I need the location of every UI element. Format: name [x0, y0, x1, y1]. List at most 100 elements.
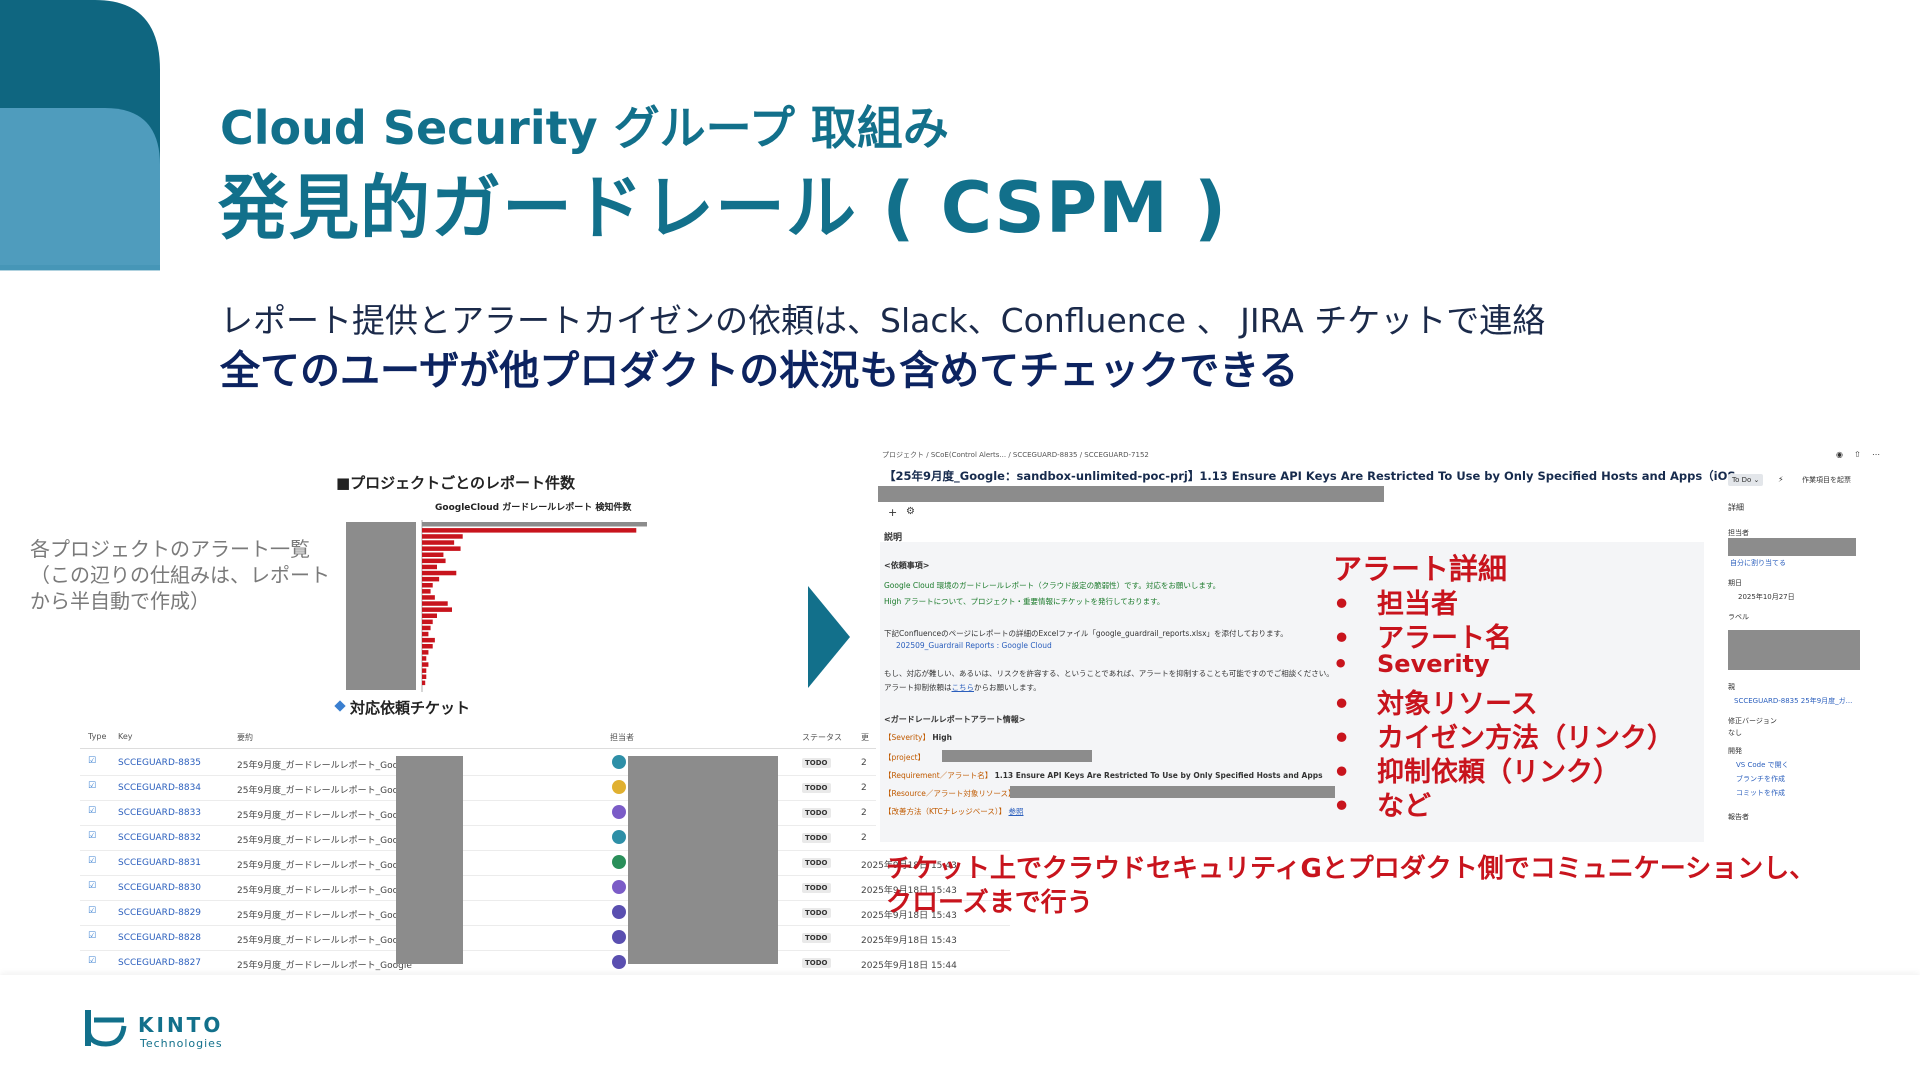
chart-bar [422, 644, 433, 649]
status-badge[interactable]: TODO [802, 883, 831, 893]
settings-icon[interactable]: ⚙ [906, 506, 915, 517]
table-row[interactable]: ☑ SCCEGUARD-8828 25年9月度_ガードレールレポート_Google T… [80, 925, 1010, 951]
table-row[interactable]: ☑ SCCEGUARD-8831 25年9月度_ガードレールレポート_Google T… [80, 850, 1010, 876]
chart-bar [422, 583, 433, 588]
avatar [612, 755, 626, 769]
bullet-1: • [1333, 589, 1351, 620]
chart-bar [422, 680, 426, 686]
ticket-updated: 2 [861, 833, 867, 843]
chart-bar [422, 613, 437, 618]
more-icon[interactable]: ⋯ [1872, 450, 1880, 459]
breadcrumb-2[interactable]: SCoE(Control Alerts... [930, 451, 1007, 459]
task-type-icon: ☑ [88, 756, 97, 766]
breadcrumb-3[interactable]: SCCEGUARD-8835 [1012, 451, 1078, 459]
ticket-key[interactable]: SCCEGUARD-8834 [118, 783, 202, 793]
chart-bar [422, 631, 429, 637]
ticket-key[interactable]: SCCEGUARD-8833 [118, 808, 202, 818]
vscode-link[interactable]: VS Code で開く [1736, 761, 1789, 769]
avatar [612, 880, 626, 894]
ticket-key[interactable]: SCCEGUARD-8829 [118, 908, 202, 918]
ticket-summary[interactable]: 25年9月度_ガードレールレポート_Google [237, 836, 412, 846]
ticket-key[interactable]: SCCEGUARD-8832 [118, 833, 202, 843]
status-badge[interactable]: TODO [802, 783, 831, 793]
jira-issue-panel: プロジェクト / SCoE(Control Alerts... / SCCEGU… [876, 446, 1886, 846]
ticket-summary[interactable]: 25年9月度_ガードレールレポート_Google [237, 961, 412, 971]
ticket-summary[interactable]: 25年9月度_ガードレールレポート_Google [237, 886, 412, 896]
ticket-summary[interactable]: 25年9月度_ガードレールレポート_Google [237, 911, 412, 921]
fix-version-label: 修正バージョン [1728, 717, 1777, 725]
ticket-updated: 2 [861, 783, 867, 793]
due-value[interactable]: 2025年10月27日 [1738, 593, 1795, 601]
col-key[interactable]: Key [118, 732, 133, 741]
ticket-summary[interactable]: 25年9月度_ガードレールレポート_Google [237, 786, 412, 796]
col-type[interactable]: Type [88, 732, 107, 741]
alert-item-4: •対象リソース [1333, 682, 1538, 721]
ticket-summary[interactable]: 25年9月度_ガードレールレポート_Google [237, 936, 412, 946]
chart-bar [422, 619, 433, 625]
task-type-icon: ☑ [88, 781, 97, 791]
redacted-title-tail [878, 486, 1384, 502]
bullet-2: • [1333, 623, 1351, 654]
status-value: To Do [1732, 476, 1752, 484]
lead-line-1: レポート提供とアラートカイゼンの依頼は、Slack、Confluence 、 J… [220, 301, 1546, 340]
create-work-item-button[interactable]: 作業項目を起票 [1802, 476, 1851, 484]
avatar [612, 955, 626, 969]
status-badge[interactable]: TODO [802, 833, 831, 843]
chart-bar [422, 607, 452, 612]
watch-icon[interactable]: ◉ [1836, 450, 1843, 459]
assign-me-link[interactable]: 自分に割り当てる [1730, 559, 1786, 567]
parent-label: 親 [1728, 683, 1735, 691]
redacted-assignee [628, 756, 778, 964]
breadcrumb[interactable]: プロジェクト / SCoE(Control Alerts... / SCCEGU… [882, 451, 1149, 459]
status-dropdown[interactable]: To Do ⌄ [1728, 474, 1764, 486]
breadcrumb-4[interactable]: SCCEGUARD-7152 [1084, 451, 1149, 459]
request-line-4: もし、対応が難しい、あるいは、リスクを許容する、ということであれば、アラートを抑… [884, 669, 1334, 678]
avatar [612, 805, 626, 819]
parent-value[interactable]: SCCEGUARD-8835 25年9月度_ガ... [1734, 697, 1853, 705]
status-badge[interactable]: TODO [802, 933, 831, 943]
status-badge[interactable]: TODO [802, 858, 831, 868]
status-badge[interactable]: TODO [802, 758, 831, 768]
ticket-note-line-2: クローズまで行う [886, 888, 1093, 918]
breadcrumb-1[interactable]: プロジェクト [882, 451, 924, 459]
confluence-link[interactable]: 202509_Guardrail Reports : Google Cloud [896, 641, 1052, 650]
alert-item-1-text: 担当者 [1377, 589, 1458, 620]
commit-link[interactable]: コミットを作成 [1736, 789, 1785, 797]
col-assignee[interactable]: 担当者 [610, 733, 634, 742]
fix-row: 【改善方法（KTCナレッジベース）】 参照 [884, 806, 1023, 817]
task-type-icon: ☑ [88, 931, 97, 941]
status-badge[interactable]: TODO [802, 958, 831, 968]
table-row[interactable]: ☑ SCCEGUARD-8834 25年9月度_ガードレールレポート_Google T… [80, 775, 1010, 801]
status-badge[interactable]: TODO [802, 908, 831, 918]
ticket-summary[interactable]: 25年9月度_ガードレールレポート_Google [237, 811, 412, 821]
suppress-link[interactable]: こちら [951, 683, 975, 692]
ticket-key[interactable]: SCCEGUARD-8828 [118, 933, 202, 943]
ticket-key[interactable]: SCCEGUARD-8835 [118, 758, 202, 768]
ticket-summary[interactable]: 25年9月度_ガードレールレポート_Google [237, 761, 412, 771]
status-badge[interactable]: TODO [802, 808, 831, 818]
fix-link[interactable]: 参照 [1008, 807, 1024, 816]
branch-link[interactable]: ブランチを作成 [1736, 775, 1785, 783]
col-updated[interactable]: 更 [861, 733, 869, 742]
task-type-icon: ☑ [88, 856, 97, 866]
col-summary[interactable]: 要約 [237, 733, 253, 742]
ticket-key[interactable]: SCCEGUARD-8830 [118, 883, 202, 893]
request-line-2: High アラートについて、プロジェクト・重要情報にチケットを発行しております。 [884, 597, 1165, 606]
ticket-key[interactable]: SCCEGUARD-8827 [118, 958, 202, 968]
redacted-project-names [346, 522, 416, 690]
lightning-icon[interactable]: ⚡ [1778, 475, 1784, 484]
add-icon[interactable]: + [888, 506, 898, 519]
ticket-key[interactable]: SCCEGUARD-8831 [118, 858, 202, 868]
chart-bar [422, 625, 431, 631]
share-icon[interactable]: ⇧ [1854, 450, 1861, 459]
ticket-summary[interactable]: 25年9月度_ガードレールレポート_Google [237, 861, 412, 871]
chart-bar [422, 570, 457, 576]
col-status[interactable]: ステータス [802, 733, 842, 742]
chart-bar [422, 595, 435, 600]
table-row[interactable]: ☑ SCCEGUARD-8835 25年9月度_ガードレールレポート_Google T… [80, 750, 1010, 776]
